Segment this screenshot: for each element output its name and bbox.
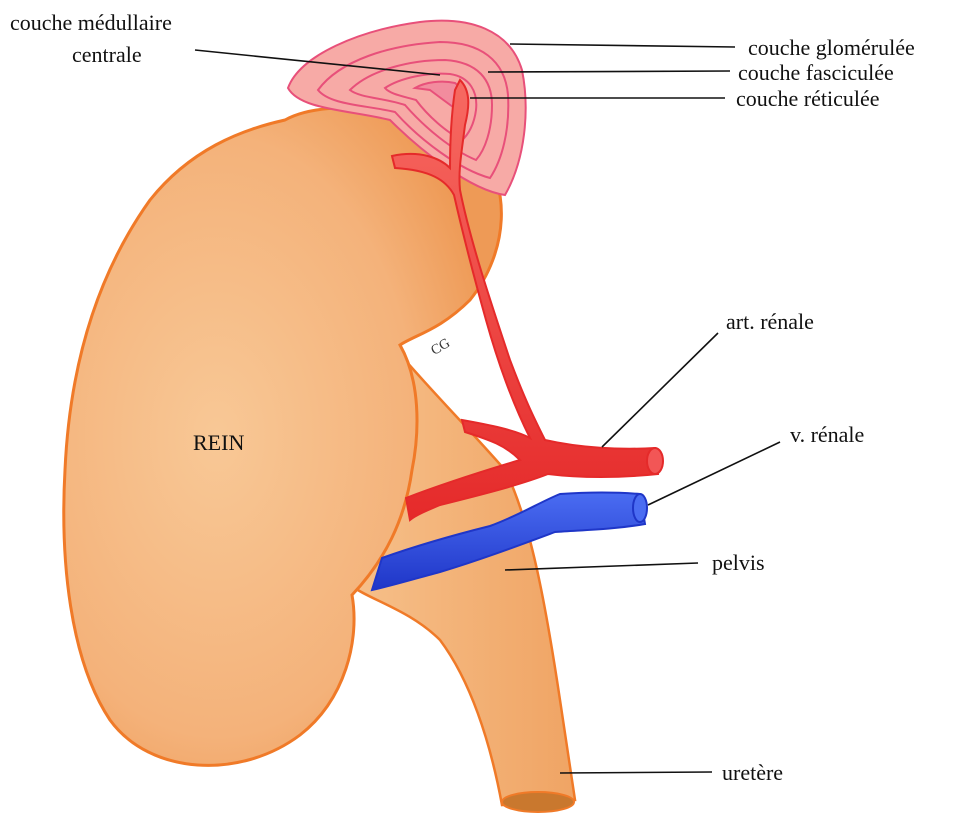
- label-medullary-line2: centrale: [72, 42, 142, 67]
- label-small-mark: CG: [429, 336, 453, 359]
- artery-opening: [647, 448, 663, 474]
- leader-ureter: [560, 772, 712, 773]
- leader-renal-artery: [602, 333, 718, 447]
- label-kidney: REIN: [193, 430, 244, 455]
- label-glomerulosa: couche glomérulée: [748, 35, 915, 60]
- vein-opening: [633, 494, 647, 522]
- leader-glomerulosa: [510, 44, 735, 47]
- label-pelvis: pelvis: [712, 550, 765, 575]
- label-renal-vein: v. rénale: [790, 422, 864, 447]
- label-ureter: uretère: [722, 760, 783, 785]
- label-medullary-line1: couche médullaire: [10, 10, 172, 35]
- leader-renal-vein: [648, 442, 780, 505]
- label-reticularis: couche réticulée: [736, 86, 880, 111]
- ureter-opening: [502, 792, 574, 812]
- label-renal-artery: art. rénale: [726, 309, 814, 334]
- label-fasciculata: couche fasciculée: [738, 60, 894, 85]
- leader-fasciculata: [488, 71, 730, 72]
